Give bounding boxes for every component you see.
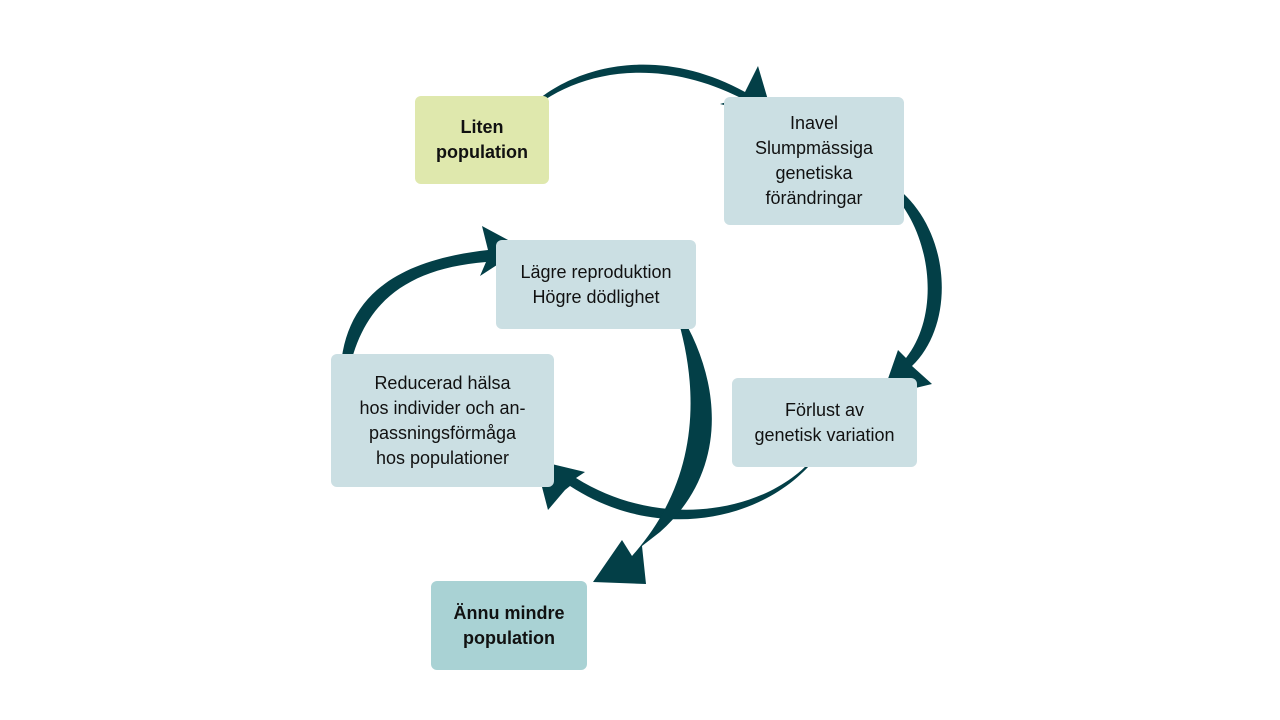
node-line: population: [436, 142, 528, 162]
node-line: Ännu mindre: [453, 602, 565, 623]
arrow-inbreeding-to-loss: [880, 178, 942, 396]
node-line: genetiska: [775, 163, 853, 183]
node-line: hos populationer: [375, 447, 510, 468]
node-even-smaller: Ännu mindre population: [431, 581, 587, 670]
node-lower-reproduction: Lägre reproduktion Högre dödlighet: [496, 240, 696, 329]
node-line: hos individer och an-: [359, 397, 526, 418]
node-line: Reducerad hälsa: [374, 372, 511, 393]
node-inbreeding: Inavel Slumpmässiga genetiska förändring…: [724, 97, 904, 225]
node-reduced-health: Reducerad hälsa hos individer och an- pa…: [331, 354, 554, 487]
node-line: population: [463, 627, 555, 648]
node-line: passningsförmåga: [368, 422, 517, 443]
node-line: Slumpmässiga: [754, 138, 874, 158]
arrow-loss-to-health: [535, 454, 819, 520]
node-line: Förlust av: [784, 399, 865, 420]
node-line: Inavel: [789, 113, 839, 133]
node-line: genetisk variation: [754, 424, 895, 445]
node-line: Högre dödlighet: [532, 286, 660, 307]
node-line: förändringar: [765, 188, 863, 208]
arrow-reproduction-to-smaller: [593, 310, 712, 584]
node-line: Lägre reproduktion: [520, 261, 672, 282]
arrow-small-to-inbreeding: [520, 64, 773, 117]
node-small-population: Liten population: [415, 96, 549, 184]
node-loss-variation: Förlust av genetisk variation: [732, 378, 917, 467]
node-line: Liten: [460, 117, 504, 137]
